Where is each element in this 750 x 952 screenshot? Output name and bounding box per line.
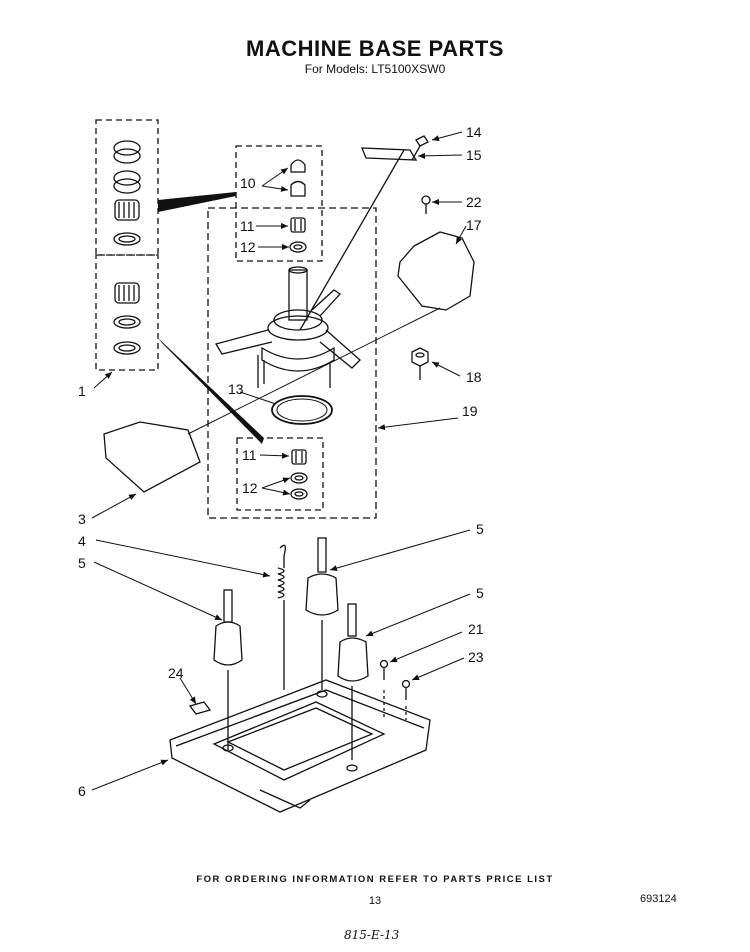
bearing-kit-lower-box	[95, 254, 159, 371]
leader-3-to-assembly	[187, 307, 441, 435]
callout-15: 15	[466, 147, 482, 163]
callout-labels: 1 3 4 5 5 5 6 10 11 12 11 12 13 14 15 17…	[78, 124, 484, 799]
callout-12-upper: 12	[240, 239, 256, 255]
shield-plate	[103, 421, 201, 493]
damper-left	[213, 589, 243, 750]
connector-wedge-lower	[158, 338, 264, 444]
callout-13: 13	[228, 381, 244, 397]
spring-4	[277, 544, 286, 690]
callout-4: 4	[78, 533, 86, 549]
callout-5-center: 5	[476, 521, 484, 537]
drive-belt-ring	[271, 395, 333, 425]
nut-18	[411, 347, 429, 380]
bracket-15	[299, 135, 429, 331]
leader-lines	[91, 131, 471, 791]
document-code: 693124	[640, 893, 677, 905]
callout-11-upper: 11	[240, 218, 255, 234]
model-subtitle: For Models: LT5100XSW0	[304, 62, 446, 76]
lower-bearing-box	[236, 437, 324, 511]
bearing-kit-upper-box	[95, 119, 159, 256]
transmission-assembly-box	[207, 207, 377, 519]
bearing-kit-group	[95, 119, 159, 371]
damper-center	[305, 537, 339, 690]
callout-1: 1	[78, 383, 86, 399]
clip-24	[188, 701, 212, 715]
callout-22: 22	[466, 194, 482, 210]
base-frame	[169, 679, 431, 813]
damper-right	[337, 603, 369, 760]
callout-11-lower: 11	[242, 447, 257, 463]
handwritten-note: 815-E-13	[344, 928, 400, 942]
callout-19: 19	[462, 403, 478, 419]
transmission-spider	[214, 266, 361, 388]
ordering-note: FOR ORDERING INFORMATION REFER TO PARTS …	[196, 874, 554, 885]
callout-14: 14	[466, 124, 482, 140]
callout-21: 21	[468, 621, 484, 637]
connector-wedge-upper	[158, 192, 236, 212]
screws-21-23	[379, 659, 411, 720]
callout-18: 18	[466, 369, 482, 385]
callout-23: 23	[468, 649, 484, 665]
upper-bearing-box	[235, 145, 323, 262]
callout-17: 17	[466, 217, 482, 233]
page-title: MACHINE BASE PARTS	[246, 36, 504, 61]
callout-12-lower: 12	[242, 480, 258, 496]
callout-24: 24	[168, 665, 184, 681]
callout-5-left: 5	[78, 555, 86, 571]
callout-5-right: 5	[476, 585, 484, 601]
callout-10: 10	[240, 175, 256, 191]
callout-3: 3	[78, 511, 86, 527]
cover-17	[397, 195, 475, 311]
page-number: 13	[368, 895, 382, 907]
callout-6: 6	[78, 783, 86, 799]
